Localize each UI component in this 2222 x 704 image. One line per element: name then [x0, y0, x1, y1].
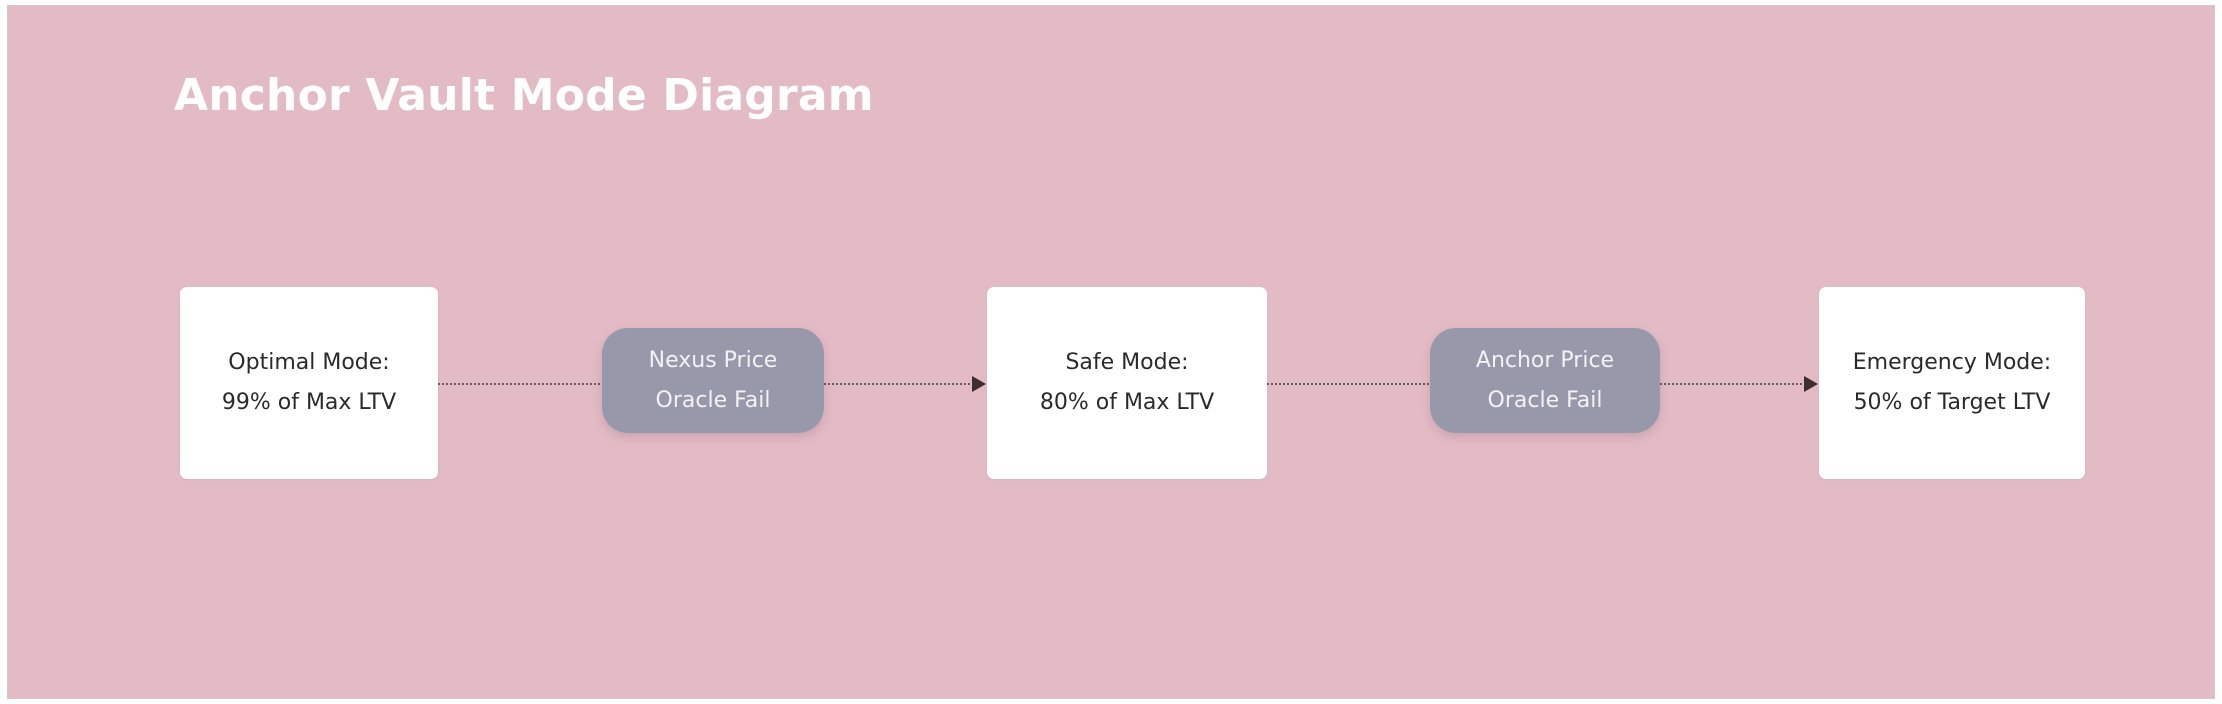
- diagram-title: Anchor Vault Mode Diagram: [174, 70, 874, 121]
- trigger-nexus-line2: Oracle Fail: [655, 387, 771, 413]
- trigger-anchor-line2: Oracle Fail: [1487, 387, 1603, 413]
- mode-safe-ltv: 80% of Max LTV: [1039, 390, 1215, 415]
- mode-emergency-ltv: 50% of Target LTV: [1853, 390, 2051, 415]
- trigger-nexus-line1: Nexus Price: [648, 347, 778, 373]
- mode-emergency-label: Emergency Mode:: [1852, 350, 2052, 375]
- mode-optimal: Optimal Mode: 99% of Max LTV: [180, 287, 438, 479]
- mode-emergency: Emergency Mode: 50% of Target LTV: [1819, 287, 2085, 479]
- mode-optimal-label: Optimal Mode:: [228, 350, 390, 375]
- trigger-anchor-line1: Anchor Price: [1475, 347, 1615, 373]
- mode-safe-label: Safe Mode:: [1065, 350, 1189, 375]
- mode-safe: Safe Mode: 80% of Max LTV: [987, 287, 1267, 479]
- mode-optimal-ltv: 99% of Max LTV: [221, 390, 397, 415]
- trigger-nexus-oracle-fail: Nexus Price Oracle Fail: [602, 328, 824, 433]
- trigger-anchor-oracle-fail: Anchor Price Oracle Fail: [1430, 328, 1660, 433]
